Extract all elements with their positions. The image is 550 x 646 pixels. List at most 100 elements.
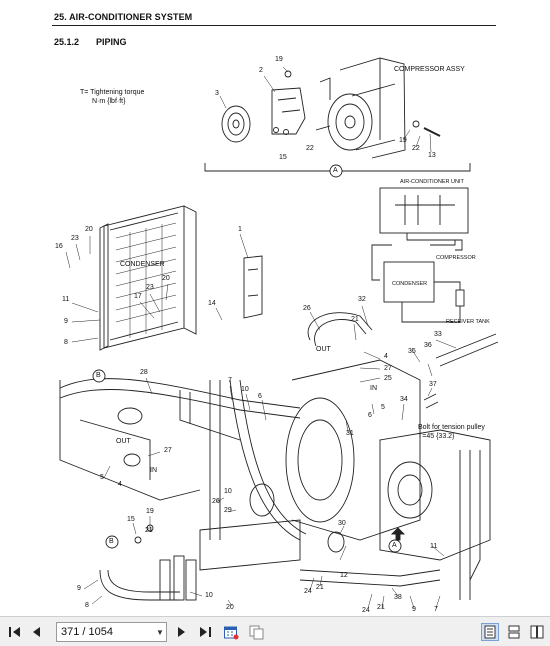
part-number: 30: [338, 520, 346, 527]
page-number-select[interactable]: 371 / 1054 ▼: [56, 622, 167, 642]
part-number: 32: [358, 296, 366, 303]
two-page-icon[interactable]: [528, 623, 546, 641]
label-out-right: OUT: [316, 346, 331, 353]
part-number: 12: [340, 572, 348, 579]
previous-icon[interactable]: [28, 623, 46, 641]
label-compressor-assy: COMPRESSOR ASSY: [394, 66, 465, 73]
part-number: 8: [85, 602, 89, 609]
part-number: 5: [381, 404, 385, 411]
label-ac-unit: AIR-CONDITIONER UNIT: [400, 179, 464, 185]
part-number: 23: [71, 235, 79, 242]
part-number: 11: [430, 543, 438, 550]
part-number: 9: [64, 318, 68, 325]
callout-a-bottom: A: [392, 542, 397, 549]
label-compressor: COMPRESSOR: [436, 255, 476, 261]
left-housing: [59, 380, 201, 501]
label-condenser-small: CONDENSER: [392, 281, 428, 287]
document-page: 25. AIR-CONDITIONER SYSTEM 25.1.2 PIPING: [52, 12, 499, 614]
continuous-page-icon[interactable]: [505, 623, 523, 641]
label-out-left: OUT: [116, 438, 131, 445]
part-number: 7: [434, 606, 438, 613]
part-number: 36: [424, 342, 432, 349]
label-condenser: CONDENSER: [120, 261, 165, 268]
label-torque-2: N·m {lbf·ft}: [92, 98, 126, 105]
page-number-text: 371 / 1054: [61, 626, 113, 638]
part-number: 21: [351, 316, 359, 323]
part-number: 14: [208, 300, 216, 307]
part-number: 9: [412, 606, 416, 613]
callout-b-bottom: B: [109, 538, 114, 545]
thumbnails-icon[interactable]: [248, 623, 266, 641]
single-page-icon[interactable]: [481, 623, 499, 641]
label-in-right: IN: [370, 385, 377, 392]
part-number: 1: [238, 226, 242, 233]
callout-b-bottom-circle: [105, 535, 119, 549]
part-number: 35: [408, 348, 416, 355]
skip-last-icon[interactable]: [196, 623, 214, 641]
compressor-assy-drawing: [221, 57, 441, 159]
part-number: 24: [304, 588, 312, 595]
part-number: 19: [146, 508, 154, 515]
part-number: 29: [224, 507, 232, 514]
engine-block: [199, 359, 491, 571]
chapter-title: 25. AIR-CONDITIONER SYSTEM: [54, 12, 193, 22]
part-number: 22: [306, 145, 314, 152]
part-number: 26: [212, 498, 220, 505]
part-number: 2: [259, 67, 263, 74]
part-number: 19: [399, 137, 407, 144]
condenser-drawing: [99, 205, 197, 351]
part-number: 4: [384, 353, 388, 360]
part-number: 15: [279, 154, 287, 161]
part-number: 7: [228, 377, 232, 384]
part-number: 11: [62, 296, 70, 303]
label-in-left: IN: [150, 467, 157, 474]
part-number: 34: [400, 396, 408, 403]
part-number: 16: [55, 243, 63, 250]
next-icon[interactable]: [172, 623, 190, 641]
part-number: 6: [258, 393, 262, 400]
part-number: 23: [146, 284, 154, 291]
part-number: 33: [434, 331, 442, 338]
part-number: 27: [384, 365, 392, 372]
part-number: 10: [205, 592, 213, 599]
part-number: 28: [140, 369, 148, 376]
part-number: 24: [362, 607, 370, 614]
skip-first-icon[interactable]: [6, 623, 24, 641]
part-number: 6: [368, 412, 372, 419]
header-rule: [52, 25, 496, 26]
chevron-down-icon[interactable]: ▼: [156, 627, 164, 637]
part-number: 13: [428, 152, 436, 159]
part-number: 10: [224, 488, 232, 495]
section-name: PIPING: [96, 37, 127, 47]
bracket-1: [243, 255, 263, 319]
label-bolt-tension-1: Bolt for tension pulley: [418, 424, 485, 431]
part-number: 20: [226, 604, 234, 611]
part-number: 10: [241, 386, 249, 393]
part-number: 27: [164, 447, 172, 454]
part-number: 19: [275, 56, 283, 63]
callout-a-top-circle: [329, 164, 343, 178]
part-number: 9: [77, 585, 81, 592]
part-number: 21: [377, 604, 385, 611]
part-number: 4: [118, 481, 122, 488]
callout-b-top-circle: [92, 369, 106, 383]
label-receiver-tank: RECEIVER TANK: [446, 319, 490, 325]
bottom-left-valves: [134, 524, 197, 601]
part-number: 8: [64, 339, 68, 346]
part-number: 21: [145, 527, 153, 534]
part-number: 5: [100, 474, 104, 481]
callout-a-top: A: [333, 167, 338, 174]
arrow-up-marker: [390, 527, 406, 541]
part-number: 25: [384, 375, 392, 382]
calendar-icon[interactable]: [222, 623, 240, 641]
part-number: 15: [127, 516, 135, 523]
part-number: 17: [134, 293, 142, 300]
piping-diagram: [59, 57, 499, 609]
part-number: 22: [412, 145, 420, 152]
part-number: 20: [85, 226, 93, 233]
part-number: 37: [429, 381, 437, 388]
part-number: 3: [215, 90, 219, 97]
part-number: 26: [303, 305, 311, 312]
part-number: 21: [316, 584, 324, 591]
system-schematic: [371, 187, 469, 323]
